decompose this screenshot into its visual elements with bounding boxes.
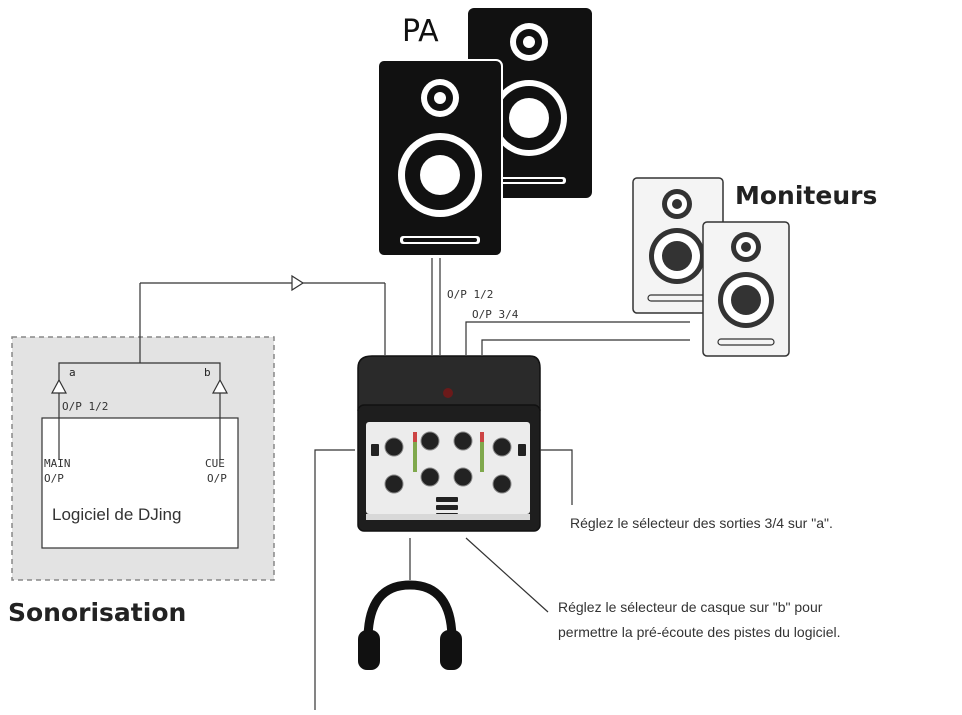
sound-system-title: Sonorisation bbox=[8, 598, 187, 627]
power-led bbox=[443, 388, 453, 398]
annotation-lines bbox=[314, 449, 573, 710]
headphones-icon bbox=[358, 580, 462, 670]
switch-a-arrow bbox=[50, 378, 68, 394]
headphone-note-line2: permettre la pré-écoute des pistes du lo… bbox=[558, 624, 841, 640]
brand-strip bbox=[366, 514, 530, 520]
level-meters bbox=[413, 432, 484, 472]
output-12-soft-label: O/P 1/2 bbox=[62, 400, 109, 413]
cue-op-label: O/P bbox=[207, 472, 227, 485]
switch-a-label: a bbox=[69, 366, 76, 379]
signal-arrow bbox=[291, 274, 305, 292]
audio-interface bbox=[357, 355, 541, 532]
main-op-label: O/P bbox=[44, 472, 64, 485]
pa-title: PA bbox=[402, 14, 439, 49]
switch-b-arrow bbox=[211, 378, 229, 394]
software-box bbox=[41, 417, 239, 549]
monitor-cable bbox=[465, 321, 690, 355]
output-34-label: O/P 3/4 bbox=[472, 308, 519, 321]
control-panel bbox=[366, 422, 530, 514]
monitor-speaker-front bbox=[702, 221, 790, 357]
pa-cable bbox=[431, 258, 441, 355]
main-label: MAIN bbox=[44, 457, 71, 470]
output-12-top-label: O/P 1/2 bbox=[447, 288, 494, 301]
outputs-selector-note: Réglez le sélecteur des sorties 3/4 sur … bbox=[570, 515, 833, 531]
monitor-speaker-back bbox=[632, 177, 724, 314]
headphone-note-line1: Réglez le sélecteur de casque sur "b" po… bbox=[558, 599, 823, 615]
knobs bbox=[384, 431, 512, 494]
pa-speaker-front bbox=[377, 59, 503, 257]
cue-label: CUE bbox=[205, 457, 225, 470]
switch-b-label: b bbox=[204, 366, 211, 379]
software-label: Logiciel de DJing bbox=[52, 505, 182, 524]
monitors-title: Moniteurs bbox=[735, 181, 878, 210]
